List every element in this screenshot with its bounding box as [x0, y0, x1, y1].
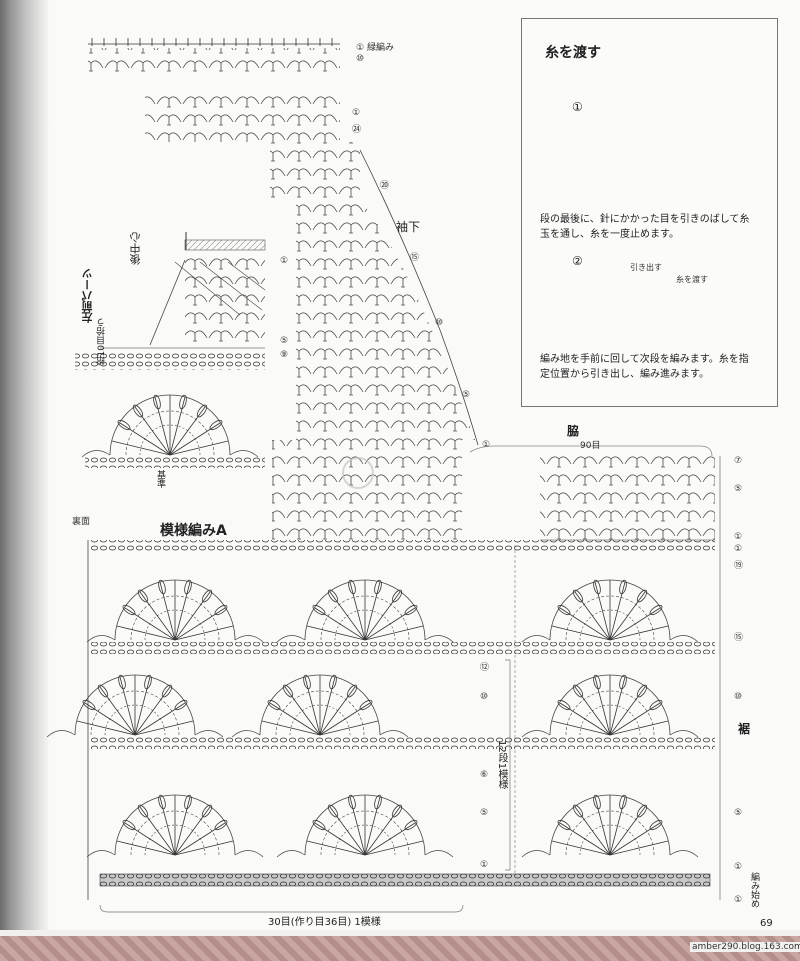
label-repeat-horizontal: 30目(作り目36目) 1模様	[268, 917, 381, 928]
label-row1-top: ① 緑編み	[356, 43, 394, 53]
inset-step1-text: 段の最後に、針にかかった目を引きのばして糸玉を通し、糸を一度止めます。	[540, 214, 750, 240]
label-sleeve-bottom: 袖下	[396, 220, 421, 234]
inset-title: 糸を渡す	[545, 45, 601, 61]
label-body-left-1: ①	[480, 860, 489, 870]
label-neck-pick: 拾10目拾う	[97, 318, 107, 366]
label-sleeve-15: ⑮	[410, 253, 420, 263]
label-repeat-vertical: 12段1模様	[496, 740, 507, 790]
top-border-band	[88, 38, 340, 74]
label-start: 編み始め	[749, 872, 759, 908]
label-sleeve-1: ①	[482, 440, 491, 450]
inset-panel	[521, 18, 778, 407]
label-hem-width: 基準	[155, 470, 165, 488]
watermark-url: amber290.blog.163.com	[690, 942, 800, 952]
label-body-right-1b: ①	[734, 862, 743, 872]
label-neck-center: 後中心	[129, 232, 142, 265]
label-neck-5: ⑤	[280, 336, 289, 346]
label-body-right-1: ①	[734, 544, 743, 554]
label-upper-row24: ㉔	[352, 125, 362, 135]
label-side-7: ⑦	[734, 456, 743, 466]
inset-step2-mark: ②	[572, 254, 583, 268]
fabric-strip	[0, 936, 800, 961]
body-pattern-a	[46, 456, 721, 913]
label-body-left-5: ⑤	[480, 808, 489, 818]
label-sleeve-10: ⑩	[435, 318, 444, 328]
label-hem: 裾	[738, 722, 751, 736]
watermark-logo	[342, 457, 374, 489]
label-side-1: ①	[734, 532, 743, 542]
label-upper-row1: ①	[352, 108, 361, 118]
label-body-left-12: ⑫	[480, 663, 490, 673]
inset-step1-mark: ①	[572, 100, 583, 114]
book-gutter-shadow	[0, 0, 48, 961]
label-body-right-1c: ①	[734, 895, 743, 905]
page-bottom-edge	[0, 930, 800, 940]
side-section	[469, 445, 715, 541]
label-neck-1: ①	[280, 256, 289, 266]
label-body-right-15: ⑮	[734, 633, 744, 643]
neck-section	[75, 232, 266, 468]
label-body-right-5: ⑤	[734, 808, 743, 818]
label-left-edge: 裏面	[72, 517, 91, 527]
inset-step2-text: 編み地を手前に回して次段を編みます。糸を指定位置から引き出し、編み進みます。	[540, 354, 749, 380]
label-body-left-10: ⑩	[480, 692, 489, 702]
label-side-5: ⑤	[734, 484, 743, 494]
label-side: 脇	[567, 424, 580, 438]
upper-body-block	[145, 92, 360, 202]
label-pattern-a: 模様編みA	[160, 523, 227, 539]
label-neck-9: ⑨	[280, 350, 289, 360]
label-row10-top: ⑩	[356, 54, 365, 64]
label-side-count: 90目	[580, 441, 601, 451]
label-body-right-19: ⑲	[734, 561, 744, 571]
page-number: 69	[760, 918, 773, 929]
label-sleeve-20: ⑳	[380, 181, 390, 191]
inset-hint-carry: 糸を渡す	[676, 275, 708, 284]
inset-hint-pull: 引き出す	[630, 263, 662, 272]
label-body-left-6: ⑥	[480, 770, 489, 780]
label-body-right-10: ⑩	[734, 692, 743, 702]
label-left-front: 左前パーツ	[81, 268, 94, 323]
sleeve-underarm-section	[272, 149, 479, 540]
label-sleeve-5: ⑤	[462, 390, 471, 400]
